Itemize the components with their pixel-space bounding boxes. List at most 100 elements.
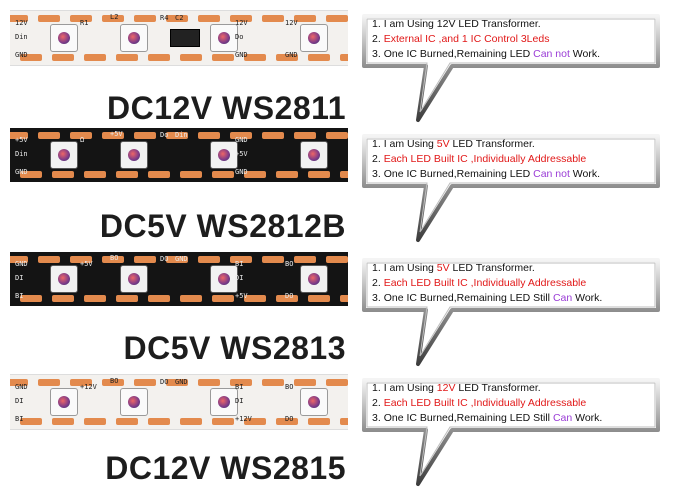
solder-pad — [180, 54, 202, 61]
bubble-outline — [362, 378, 660, 486]
solder-pad — [148, 418, 170, 425]
solder-pad — [340, 295, 348, 302]
bubble-line: 2. Each LED Built IC ,Individually Addre… — [372, 396, 602, 411]
led-die — [218, 273, 230, 285]
line-text: LED Transformer. — [449, 138, 535, 150]
solder-pad — [52, 418, 74, 425]
solder-pad — [84, 418, 106, 425]
line-number: 1. — [372, 382, 384, 394]
line-text: I am Using — [383, 382, 437, 394]
strip-label: DO — [160, 378, 169, 386]
solder-pad — [180, 418, 202, 425]
callout-bubble: 1. I am Using 12V LED Transformer.2. Ext… — [360, 12, 662, 122]
strip-label: GND — [15, 260, 28, 268]
solder-pad — [276, 54, 298, 61]
led-chip — [120, 141, 148, 169]
line-number: 1. — [372, 262, 384, 274]
line-text: One IC Burned,Remaining LED Still — [383, 292, 553, 304]
strip-label: DI — [235, 397, 244, 405]
led-die — [308, 273, 320, 285]
solder-pad — [198, 256, 220, 263]
solder-pad — [166, 256, 188, 263]
strip-label: GND — [285, 51, 298, 59]
led-die — [128, 32, 140, 44]
strip-label: GND — [175, 378, 188, 386]
strip-label: Din — [175, 131, 188, 139]
highlight-text: 12V — [436, 382, 456, 394]
bubble-text: 1. I am Using 5V LED Transformer.2. Each… — [372, 137, 600, 182]
line-text: One IC Burned,Remaining LED — [383, 168, 534, 180]
bubble-outline — [362, 14, 660, 122]
solder-pad — [294, 256, 316, 263]
led-chip — [120, 388, 148, 416]
led-chip — [300, 24, 328, 52]
led-chip — [50, 265, 78, 293]
strip-label: Ω — [80, 136, 85, 144]
strip-label: DO — [285, 415, 294, 423]
solder-pad — [180, 171, 202, 178]
solder-pad — [326, 256, 348, 263]
product-title: DC12V WS2811 — [106, 90, 346, 126]
solder-pad — [262, 132, 284, 139]
strip-label: GND — [175, 255, 188, 263]
solder-pad — [38, 15, 60, 22]
strip-label: 12V — [15, 19, 28, 27]
solder-pad — [340, 54, 348, 61]
bubble-text: 1. I am Using 12V LED Transformer. 2. Eac… — [372, 381, 602, 426]
callout-bubble: 1. I am Using 5V LED Transformer.2. Each… — [360, 256, 662, 366]
solder-pad — [230, 132, 252, 139]
solder-pad — [294, 132, 316, 139]
solder-pad — [10, 132, 28, 139]
strip-label: DO — [285, 292, 294, 300]
solder-pad — [52, 54, 74, 61]
solder-pad — [70, 132, 92, 139]
strip-label: GND — [235, 168, 248, 176]
line-text: LED Transformer. — [455, 382, 541, 394]
solder-pad — [180, 295, 202, 302]
solder-pad — [262, 256, 284, 263]
solder-pad — [38, 132, 60, 139]
solder-pad — [20, 418, 42, 425]
product-title: DC12V WS2815 — [105, 450, 346, 486]
line-number: 2. — [372, 153, 384, 165]
driver-ic — [170, 29, 200, 47]
line-number: 3. — [372, 412, 384, 424]
strip-label: +5V — [235, 150, 248, 158]
bubble-line: 1. I am Using 12V LED Transformer. — [372, 17, 600, 32]
solder-pad — [116, 54, 138, 61]
line-number: 3. — [372, 168, 384, 180]
led-die — [128, 149, 140, 161]
solder-pad — [52, 295, 74, 302]
bubble-inner-edge — [366, 138, 656, 233]
bubble-line: 3. One IC Burned,Remaining LED Still Can… — [372, 411, 602, 426]
solder-pad — [198, 132, 220, 139]
strip-label: BO — [110, 254, 119, 262]
led-chip — [210, 388, 238, 416]
line-text: Work. — [569, 168, 601, 180]
bubble-inner-edge — [366, 262, 656, 357]
solder-pad — [244, 171, 266, 178]
solder-pad — [244, 54, 266, 61]
bubble-line: 2. Each LED Built IC ,Individually Addre… — [372, 276, 602, 291]
solder-pad — [294, 15, 316, 22]
strip-label: L2 — [110, 13, 119, 21]
line-number: 3. — [372, 292, 384, 304]
solder-pad — [340, 418, 348, 425]
bubble-text: 1. I am Using 12V LED Transformer.2. Ext… — [372, 17, 600, 62]
strip-label: BI — [235, 260, 244, 268]
solder-pad — [212, 171, 234, 178]
led-die — [308, 32, 320, 44]
solder-pad — [294, 379, 316, 386]
bubble-line: 2. Each LED Built IC ,Individually Addre… — [372, 152, 600, 167]
bubble-line: 2. External IC ,and 1 IC Control 3Leds — [372, 32, 600, 47]
line-text: I am Using 12V LED Transformer. — [383, 18, 541, 30]
line-number: 1. — [372, 138, 384, 150]
highlight-text: 5V — [436, 262, 450, 274]
solder-pad — [10, 15, 28, 22]
led-chip — [300, 388, 328, 416]
solder-pad — [262, 379, 284, 386]
